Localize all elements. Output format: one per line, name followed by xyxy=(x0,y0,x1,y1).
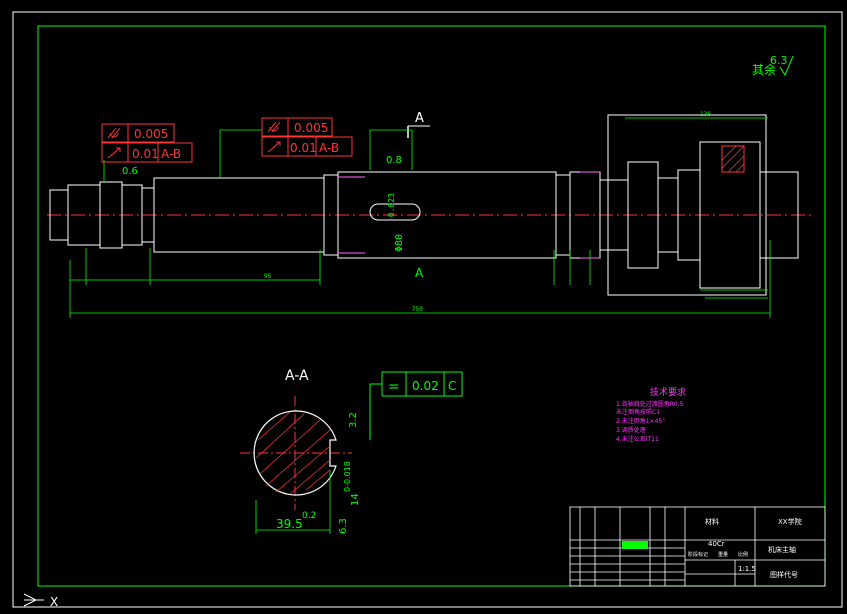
keyway-roughness: 3.2 xyxy=(348,412,359,428)
keyway-width-tol: 0.2 xyxy=(302,511,316,521)
school-name: XX学院 xyxy=(778,517,802,526)
technical-requirements: 技术要求 1.各轴肩处过渡圆角R0.5 未注倒角按照C1 2.未注倒角1×45°… xyxy=(616,386,686,443)
title-block xyxy=(569,506,826,587)
tech-req-item: 1.各轴肩处过渡圆角R0.5 xyxy=(616,400,684,408)
keyway-depth: 14 xyxy=(350,493,361,506)
outer-frame xyxy=(12,11,843,608)
bottom-roughness: 6.3 xyxy=(338,518,349,534)
shaft-diameter-dim: Φ80 xyxy=(394,234,405,252)
stage-label: 阶段标记 xyxy=(688,551,708,558)
roughness-rest-value: 6.3 xyxy=(770,54,788,67)
drawing-no-label: 图样代号 xyxy=(770,570,798,579)
tolerance-frame-left: 0.005 0.01 A-B xyxy=(101,123,193,163)
flange-dim-top: 136 xyxy=(700,111,711,118)
keyway-width: 39.5 xyxy=(276,517,303,531)
dimension-lines xyxy=(69,117,771,318)
title-block-highlight xyxy=(622,541,648,549)
weight-label: 重量 xyxy=(718,551,728,558)
flange-hatch xyxy=(721,145,745,173)
length-dim-small: 95 xyxy=(264,273,272,280)
roughness-rest-label: 其余 xyxy=(752,62,776,77)
section-shape xyxy=(253,410,337,496)
tol-right-cyl-value: 0.005 xyxy=(294,121,328,135)
tol-left-runout-datum: A-B xyxy=(161,147,181,161)
tol-left-cyl-value: 0.005 xyxy=(134,127,168,141)
keyway-tol-datum: C xyxy=(448,379,456,393)
shaft-diameter-tol: -0.023 xyxy=(387,193,396,222)
keyway-tolerance-frame: = 0.02 C xyxy=(369,371,463,440)
tolerance-frame-right: 0.005 0.01 A-B xyxy=(261,117,353,157)
tech-req-title: 技术要求 xyxy=(650,386,686,398)
runout-icon xyxy=(267,141,281,153)
section-view-title: A-A xyxy=(285,368,309,384)
ucs-axis-label: X xyxy=(50,595,58,609)
drawing-border xyxy=(37,25,826,587)
tech-req-item: 4.未注公差IT11 xyxy=(616,435,659,443)
shaft-roughness: 0.8 xyxy=(386,155,402,166)
shaft-outline xyxy=(49,114,799,296)
runout-icon xyxy=(107,147,121,159)
material-value: 40Cr xyxy=(708,540,725,548)
keyway-tol-value: 0.02 xyxy=(412,379,439,393)
section-mark-top: A xyxy=(415,111,424,126)
tol-right-runout-datum: A-B xyxy=(319,141,339,155)
tol-left-runout-value: 0.01 xyxy=(132,147,159,161)
cylindricity-icon xyxy=(267,121,281,133)
roughness-rest-symbol xyxy=(779,55,794,77)
ucs-icon: X xyxy=(23,593,58,609)
tech-req-item: 2.未注倒角1×45° xyxy=(616,417,665,425)
part-name: 机床主轴 xyxy=(768,545,796,554)
keyway-tol-symbol: = xyxy=(388,379,400,395)
scale-label: 比例 xyxy=(738,551,748,558)
tech-req-item: 未注倒角按照C1 xyxy=(616,408,660,416)
shaft-roughness-left: 0.6 xyxy=(122,166,138,177)
keyway-depth-tol: 0-0.018 xyxy=(343,461,352,492)
cylindricity-icon xyxy=(107,127,121,139)
datum-a-label: A xyxy=(415,266,424,280)
scale-value: 1:1.5 xyxy=(738,565,756,573)
tol-right-runout-value: 0.01 xyxy=(290,141,317,155)
material-label: 材料 xyxy=(705,517,719,526)
tech-req-item: 3.调质处理 xyxy=(616,426,646,434)
overall-length-dim: 750 xyxy=(412,306,423,313)
